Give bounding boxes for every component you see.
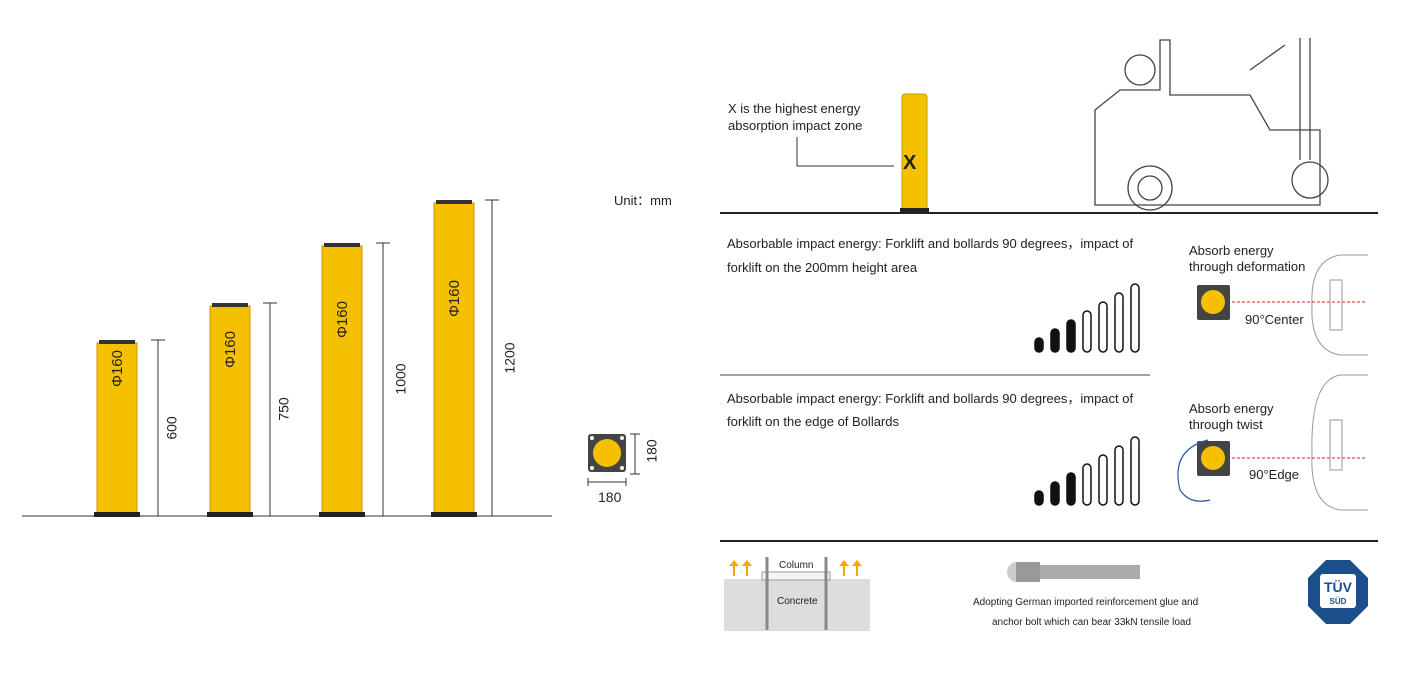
impact-bollard xyxy=(900,93,929,213)
base-plate-icon xyxy=(587,433,640,486)
svg-text:TÜV: TÜV xyxy=(1324,579,1353,595)
svg-text:SÜD: SÜD xyxy=(1330,597,1347,606)
scenario-edge-text-2: forklift on the edge of Bollards xyxy=(727,414,899,429)
mode-center-2: through deformation xyxy=(1189,259,1306,274)
plate-width-label: 180 xyxy=(598,489,622,505)
scenario-edge-text: Absorbable impact energy: Forklift and b… xyxy=(727,391,1134,406)
energy-level-bar xyxy=(1034,490,1044,506)
bollard-top-icon xyxy=(1197,441,1230,476)
plate-depth-label: 180 xyxy=(643,439,660,463)
impact-caption-2: absorption impact zone xyxy=(728,118,863,133)
impact-zone-marker: X xyxy=(903,152,917,174)
energy-level-bar xyxy=(1082,310,1092,353)
impact-caption-1: X is the highest energy xyxy=(728,101,861,116)
anchor-bolt-image xyxy=(1007,562,1140,582)
bollard-750 xyxy=(207,302,277,517)
bollard-600 xyxy=(94,339,165,517)
install-caption-2: anchor bolt which can bear 33kN tensile … xyxy=(992,617,1192,628)
diameter-label: Φ160 xyxy=(334,301,351,338)
install-caption-1: Adopting German imported reinforcement g… xyxy=(973,597,1199,608)
bollard-1200 xyxy=(431,199,499,517)
energy-level-bar xyxy=(1050,481,1060,506)
bollard-1000 xyxy=(319,242,390,517)
energy-level-bar xyxy=(1114,445,1124,506)
energy-level-bar xyxy=(1130,283,1140,353)
diameter-label: Φ160 xyxy=(446,279,463,317)
angle-edge: 90°Edge xyxy=(1249,467,1300,482)
forklift-top-view xyxy=(1311,254,1368,511)
scenario-center-text: Absorbable impact energy: Forklift and b… xyxy=(727,236,1134,251)
height-label: 1200 xyxy=(501,341,518,374)
installation-diagram xyxy=(724,557,870,631)
concrete-label: Concrete xyxy=(777,596,818,607)
energy-level-bar xyxy=(1114,292,1124,353)
energy-level-bar xyxy=(1066,319,1076,353)
energy-level-bar xyxy=(1050,328,1060,353)
mode-edge-2: through twist xyxy=(1189,417,1263,432)
mode-edge-1: Absorb energy xyxy=(1189,401,1274,416)
height-label: 750 xyxy=(275,397,292,421)
height-label: 600 xyxy=(163,415,180,440)
column-label: Column xyxy=(779,560,814,571)
bollard-top-icon xyxy=(1197,285,1230,320)
mode-center-1: Absorb energy xyxy=(1189,243,1274,258)
energy-level-bar xyxy=(1098,454,1108,506)
energy-level-bar xyxy=(1098,301,1108,353)
scenario-center-text-2: forklift on the 200mm height area xyxy=(727,260,918,275)
angle-center: 90°Center xyxy=(1245,312,1304,327)
energy-level-bar xyxy=(1082,463,1092,506)
energy-level-bar xyxy=(1034,337,1044,353)
forklift-illustration xyxy=(1094,38,1329,211)
energy-level-bar xyxy=(1066,472,1076,506)
twist-arrow-icon xyxy=(1177,439,1211,502)
diameter-label: Φ160 xyxy=(109,349,126,387)
tuv-sud-logo: TÜV SÜD xyxy=(1308,560,1368,624)
diameter-label: Φ160 xyxy=(222,331,239,368)
unit-label: Unit：mm xyxy=(614,193,672,208)
energy-level-bar xyxy=(1130,436,1140,506)
height-label: 1000 xyxy=(392,363,409,395)
